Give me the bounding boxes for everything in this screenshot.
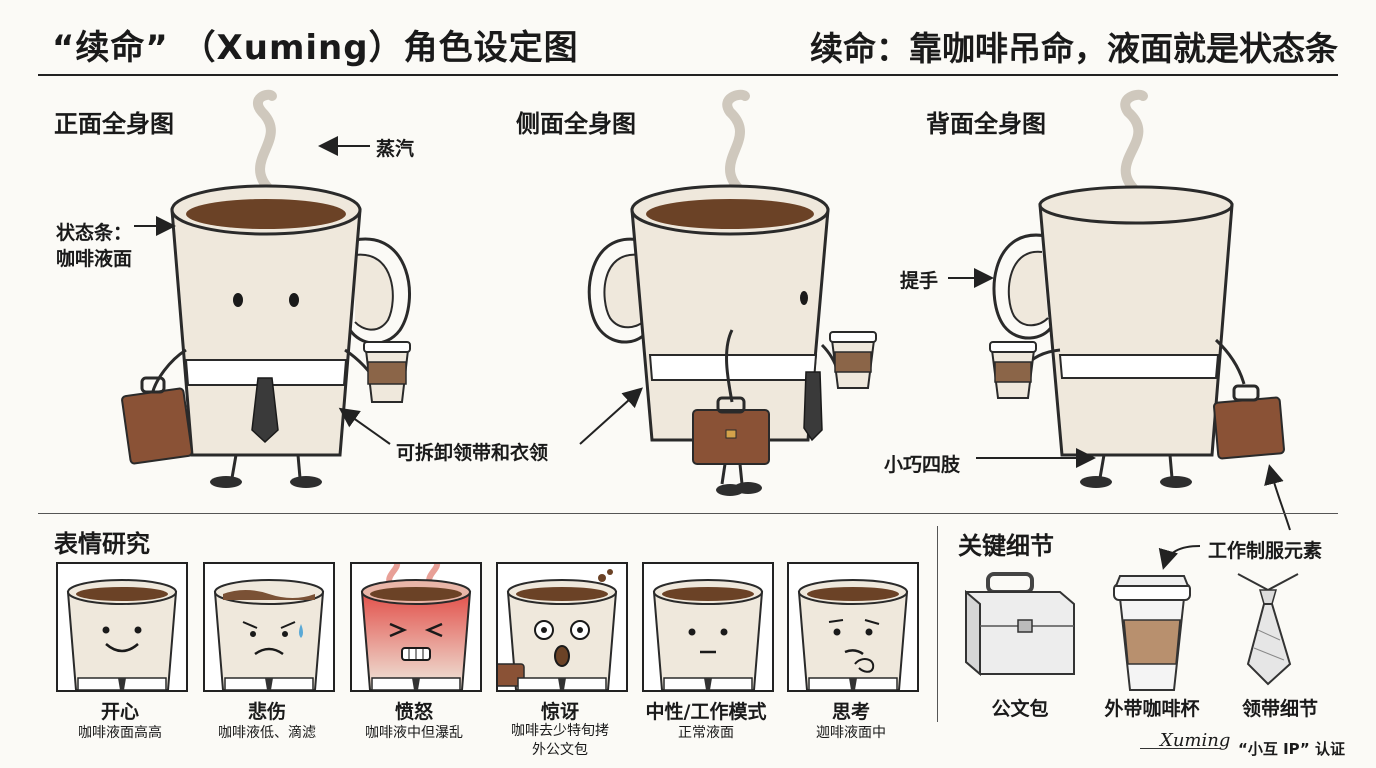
front-view-character bbox=[121, 89, 412, 488]
steam-callout: 蒸汽 bbox=[376, 138, 415, 160]
expression-sub-sad: 咖啡液低、滴滤 bbox=[218, 725, 316, 741]
detail-label-briefcase: 公文包 bbox=[991, 698, 1049, 720]
expression-thinking-box bbox=[787, 562, 919, 692]
expression-neutral-box bbox=[642, 562, 774, 692]
signature: Xuming bbox=[1160, 730, 1231, 751]
details-title: 关键细节 bbox=[958, 532, 1054, 560]
expression-sad-box bbox=[203, 562, 335, 692]
detail-label-tie: 领带细节 bbox=[1241, 698, 1318, 720]
tear-icon bbox=[299, 624, 303, 638]
callout-arrows bbox=[134, 136, 1291, 570]
page-title: “续命” （Xuming）角色设定图 bbox=[52, 28, 579, 68]
expression-sub-thinking: 迦啡液面中 bbox=[816, 725, 886, 741]
certification: “小互 IP” 认证 bbox=[1238, 740, 1346, 758]
expression-label-angry: 愤怒 bbox=[394, 701, 433, 723]
front-coffee-surface bbox=[186, 199, 346, 229]
side-coffee-surface bbox=[646, 199, 814, 229]
expression-sub-surprised: 咖啡去少特旬拷 bbox=[511, 723, 609, 739]
front-view-title: 正面全身图 bbox=[54, 110, 174, 138]
back-view-title: 背面全身图 bbox=[926, 110, 1046, 138]
detail-label-cup: 外带咖啡杯 bbox=[1104, 698, 1200, 720]
side-view-character bbox=[587, 89, 877, 496]
expression-sub-angry: 咖啡液中但瀑乱 bbox=[365, 725, 463, 741]
tagline: 续命：靠咖啡吊命，液面就是状态条 bbox=[810, 29, 1338, 68]
front-briefcase-icon bbox=[121, 387, 193, 465]
expression-sub-neutral: 正常液面 bbox=[678, 725, 734, 741]
expressions-title: 表情研究 bbox=[54, 530, 150, 558]
back-briefcase-icon bbox=[1213, 396, 1285, 460]
side-tie-icon bbox=[803, 371, 823, 442]
handle-callout: 提手 bbox=[900, 270, 939, 292]
side-view-title: 侧面全身图 bbox=[516, 110, 636, 138]
expression-label-thinking: 思考 bbox=[831, 701, 870, 723]
back-handle-icon bbox=[992, 233, 1054, 340]
details-divider bbox=[937, 526, 938, 722]
expression-surprised-box bbox=[496, 562, 628, 692]
side-steam-icon bbox=[722, 89, 750, 195]
expression-label-sad: 悲伤 bbox=[247, 701, 286, 723]
expression-sub-happy: 咖啡液面高高 bbox=[78, 725, 162, 741]
expression-label-neutral: 中性/工作模式 bbox=[645, 701, 767, 723]
expression-angry-box bbox=[350, 562, 482, 692]
status-bar-callout-line2: 咖啡液面 bbox=[56, 248, 133, 270]
limbs-callout: 小巧四肢 bbox=[884, 454, 961, 476]
front-steam-icon bbox=[253, 89, 277, 195]
expression-label-happy: 开心 bbox=[100, 701, 139, 723]
expression-sub2-surprised: 外公文包 bbox=[532, 742, 588, 758]
expression-happy-box bbox=[56, 562, 188, 692]
header-rule bbox=[38, 74, 1338, 76]
expression-label-surprised: 惊讶 bbox=[540, 701, 579, 723]
section-divider bbox=[38, 513, 1338, 514]
front-tie-icon bbox=[251, 377, 279, 444]
back-steam-icon bbox=[1120, 89, 1148, 195]
back-view-character bbox=[989, 89, 1285, 488]
detachable-callout: 可拆卸领带和衣领 bbox=[396, 442, 549, 464]
signature-line bbox=[1140, 748, 1220, 749]
status-bar-callout-line1: 状态条： bbox=[56, 222, 133, 244]
uniform-callout: 工作制服元素 bbox=[1208, 540, 1323, 562]
